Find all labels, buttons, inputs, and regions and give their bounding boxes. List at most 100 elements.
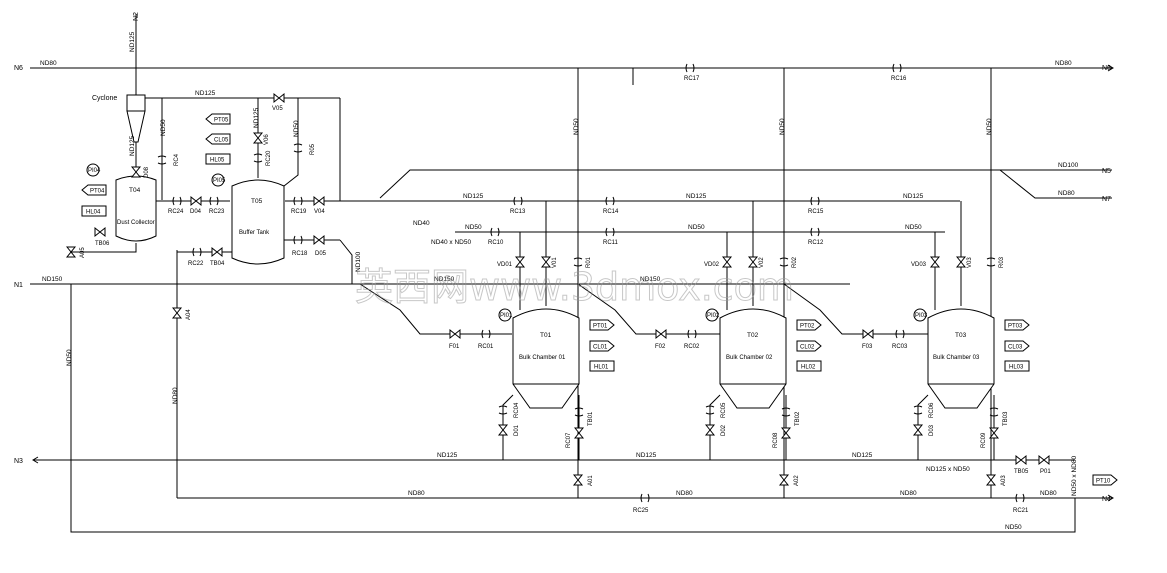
coupling-icon (574, 407, 584, 417)
instrument-box (589, 360, 615, 372)
size-label: ND40 (413, 220, 430, 227)
bulk-chamber-03 (927, 308, 995, 409)
size-label: ND50 (465, 224, 482, 231)
tag-label: TB06 (95, 241, 110, 247)
tag-label: RC13 (510, 209, 526, 215)
instrument-label: PI05 (213, 178, 226, 184)
coupling-icon (685, 63, 695, 73)
cyclone-label: Cyclone (92, 95, 117, 102)
tag-label: D08 (144, 166, 150, 178)
instrument-tag (589, 340, 615, 352)
size-label: ND125 (129, 135, 136, 156)
tag-label: RC01 (478, 344, 494, 350)
instrument-label: HL05 (210, 158, 225, 164)
valve-icon (721, 256, 733, 268)
valve-icon (572, 474, 584, 486)
instrument-label: CL05 (214, 138, 229, 144)
tag-label: D02 (721, 424, 727, 436)
tag-label: RC11 (603, 240, 619, 246)
instrument-tag (205, 133, 231, 145)
tag-label: RC19 (291, 209, 307, 215)
n7-label: N7 (1102, 196, 1111, 203)
feed-line-2 (577, 283, 720, 335)
tag-label: RC4 (174, 153, 180, 166)
valve-icon (130, 166, 142, 178)
coupling-icon (172, 196, 182, 206)
n1-label: N1 (14, 282, 23, 289)
tag-label: R01 (586, 256, 592, 268)
instrument-tag (796, 340, 822, 352)
valve-icon (65, 246, 77, 258)
instrument-label: PI02 (707, 313, 720, 319)
valve-icon (313, 234, 325, 246)
tag-label: RC24 (168, 209, 184, 215)
instrument-label: CL02 (800, 345, 815, 351)
coupling-icon (513, 196, 523, 206)
instrument-label: PT04 (90, 189, 105, 195)
size-label: ND50 (160, 119, 167, 136)
instrument-label: CL03 (1008, 345, 1023, 351)
coupling-icon (640, 493, 650, 503)
tag-label: RC18 (292, 251, 308, 257)
instrument-tag (205, 113, 231, 125)
size-label: ND100 (355, 251, 362, 272)
instrument-box (205, 153, 231, 165)
size-label: ND80 (1058, 190, 1075, 197)
coupling-icon (810, 227, 820, 237)
valve-icon (1015, 454, 1027, 466)
tag-label: RC22 (188, 261, 204, 267)
size-label: ND80 (172, 387, 179, 404)
instrument-label: PT02 (800, 324, 815, 330)
tag-label: A02 (794, 475, 800, 486)
valve-icon (955, 256, 967, 268)
tag-label: D01 (514, 424, 520, 436)
t05-name: Buffer Tank (239, 230, 270, 236)
tag-label: RC09 (981, 432, 987, 448)
size-label: ND80 (1055, 60, 1072, 67)
coupling-icon (913, 405, 923, 415)
valve-icon (747, 256, 759, 268)
r05-line (283, 98, 299, 187)
t02-bottom-left (709, 394, 721, 460)
tag-label: P01 (1040, 469, 1051, 475)
coupling-icon (779, 257, 789, 267)
coupling-icon (781, 407, 791, 417)
tag-label: TB03 (1003, 411, 1009, 426)
valve-icon (94, 226, 106, 238)
t05-tag: T05 (251, 198, 263, 205)
size-label: ND125 (636, 452, 657, 459)
t03-name: Bulk Chamber 03 (933, 355, 980, 361)
instrument-tag (1004, 319, 1030, 331)
coupling-icon (892, 63, 902, 73)
size-label: ND50 (688, 224, 705, 231)
size-label: ND125 (129, 31, 136, 52)
tag-label: R03 (999, 256, 1005, 268)
size-label: ND80 (408, 490, 425, 497)
arrow-icon (1107, 64, 1114, 72)
tag-label: RC10 (488, 240, 504, 246)
tag-label: RC08 (773, 432, 779, 448)
size-label: ND50 (293, 120, 300, 137)
instrument-label: HL02 (801, 365, 816, 371)
instrument-label: CL01 (593, 345, 608, 351)
tag-label: D05 (315, 251, 327, 257)
size-label: ND40 x ND50 (431, 239, 471, 246)
coupling-icon (986, 257, 996, 267)
valve-icon (540, 256, 552, 268)
tag-label: TB01 (588, 411, 594, 426)
size-label: ND80 (676, 490, 693, 497)
instrument-box (81, 205, 107, 217)
valve-icon (912, 424, 924, 436)
size-label: ND150 (434, 276, 455, 283)
coupling-icon (605, 227, 615, 237)
coupling-icon (192, 247, 202, 257)
instrument-box (796, 360, 822, 372)
instrument-label: HL03 (1009, 365, 1024, 371)
cyclone-cone (126, 110, 146, 143)
size-label: ND125 (686, 193, 707, 200)
tag-label: V01 (552, 257, 558, 268)
valve-icon (778, 474, 790, 486)
n6-left-label: N6 (14, 65, 23, 72)
